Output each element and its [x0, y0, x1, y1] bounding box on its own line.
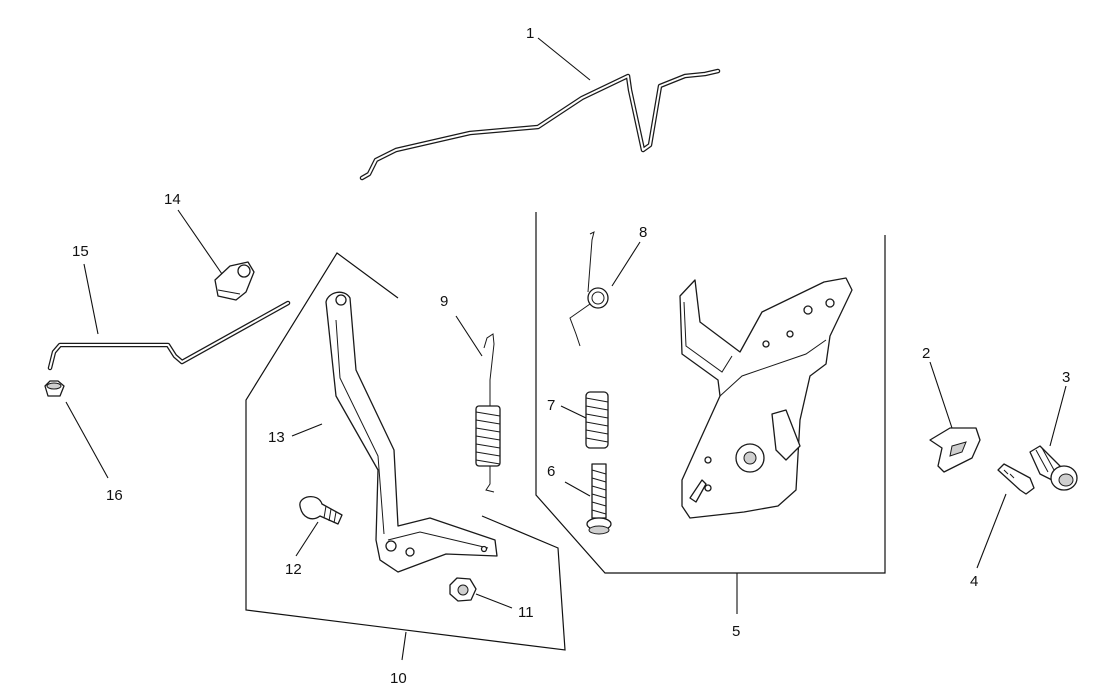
- callout-2: 2: [922, 345, 930, 362]
- callout-1: 1: [526, 25, 534, 42]
- part-16-clip: [44, 380, 65, 397]
- part-11-nut: [449, 577, 477, 602]
- part-15-rod: [47, 300, 291, 371]
- part-6-screw: [586, 463, 612, 535]
- callout-3: 3: [1062, 369, 1070, 386]
- callout-14: 14: [164, 191, 181, 208]
- callout-15: 15: [72, 243, 89, 260]
- callout-13: 13: [268, 429, 285, 446]
- part-7-spring: [585, 391, 609, 449]
- part-13-lever: [325, 291, 498, 573]
- part-8-torsion-spring: [569, 231, 609, 347]
- part-1-linkage-rod: [359, 68, 721, 181]
- part-2-clip: [929, 427, 981, 473]
- callout-6: 6: [547, 463, 555, 480]
- leader-lines: [65, 37, 1067, 661]
- part-5-control-plate: [679, 277, 853, 519]
- callout-8: 8: [639, 224, 647, 241]
- callout-5: 5: [732, 623, 740, 640]
- callout-10: 10: [390, 670, 407, 687]
- callout-4: 4: [970, 573, 978, 590]
- part-12-bolt: [299, 496, 343, 525]
- part-14-clamp: [214, 261, 255, 301]
- callout-9: 9: [440, 293, 448, 310]
- callout-11: 11: [518, 604, 534, 621]
- callout-16: 16: [106, 487, 123, 504]
- part-3-flange-bolt: [1029, 445, 1078, 491]
- callout-7: 7: [547, 397, 555, 414]
- part-4-bolt: [997, 463, 1035, 495]
- callout-12: 12: [285, 561, 302, 578]
- group-frame-10: [245, 252, 566, 651]
- part-9-spring: [475, 333, 501, 493]
- group-frame-5: [535, 212, 886, 574]
